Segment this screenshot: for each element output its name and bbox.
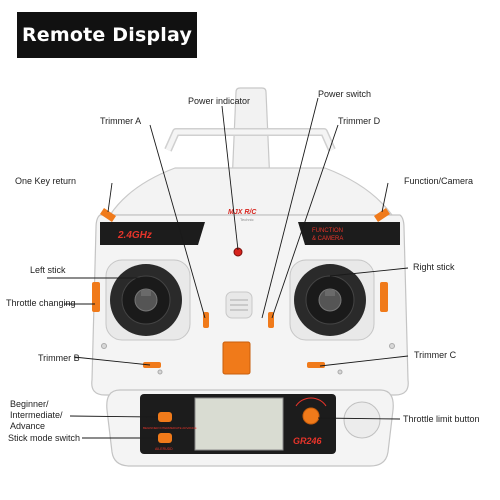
label-power-switch: Power switch xyxy=(318,89,372,99)
bottom-dial xyxy=(343,401,381,439)
label-trimmer-d: Trimmer D xyxy=(338,116,381,126)
power-switch[interactable] xyxy=(222,341,251,375)
throttle-changing-switch-right[interactable] xyxy=(380,282,388,312)
left-stick[interactable] xyxy=(105,259,191,341)
top-shoulders xyxy=(108,167,394,216)
label-trimmer-a: Trimmer A xyxy=(100,116,142,126)
label-stick-mode-switch: Stick mode switch xyxy=(8,433,81,443)
left-badge-panel xyxy=(100,222,205,245)
trimmer-c[interactable] xyxy=(307,362,325,368)
function-badge-line1: FUNCTION xyxy=(312,228,343,234)
page-title: Remote Display xyxy=(17,12,197,58)
right-stick[interactable] xyxy=(289,259,375,341)
aileron-print: AILERUDD xyxy=(155,447,173,451)
mode-print: BEGINNER INTERMEDIATE ADVANCE xyxy=(143,426,197,430)
throttle-limit-button[interactable] xyxy=(302,407,320,425)
label-throttle-limit: Throttle limit button xyxy=(403,414,480,424)
label-trimmer-c: Trimmer C xyxy=(414,350,457,360)
brand-subtitle: Technic xyxy=(240,217,254,222)
leader-lines xyxy=(47,97,409,439)
model-name: GR246 xyxy=(293,436,323,446)
label-throttle-changing: Throttle changing xyxy=(6,298,76,308)
label-left-stick: Left stick xyxy=(30,265,66,275)
one-key-return-button[interactable] xyxy=(100,208,116,222)
stick-mode-switch[interactable] xyxy=(158,433,172,443)
label-trimmer-b: Trimmer B xyxy=(38,353,80,363)
function-badge-line2: & CAMERA xyxy=(312,236,343,242)
label-beginner-modes: Beginner/ Intermediate/ Advance xyxy=(10,399,63,431)
label-function-camera: Function/Camera xyxy=(404,176,474,186)
brand-logo: MJX R/C xyxy=(228,209,257,216)
throttle-changing-switch[interactable] xyxy=(92,282,100,312)
lcd-screen xyxy=(194,397,284,451)
label-right-stick: Right stick xyxy=(413,262,455,272)
right-badge-panel xyxy=(298,222,400,245)
frequency-badge: 2.4GHz xyxy=(117,230,152,241)
beginner-mode-button[interactable] xyxy=(158,412,172,422)
label-power-indicator: Power indicator xyxy=(188,96,251,106)
trimmer-b[interactable] xyxy=(143,362,161,368)
function-camera-button[interactable] xyxy=(374,208,390,222)
label-one-key-return: One Key return xyxy=(15,176,77,186)
